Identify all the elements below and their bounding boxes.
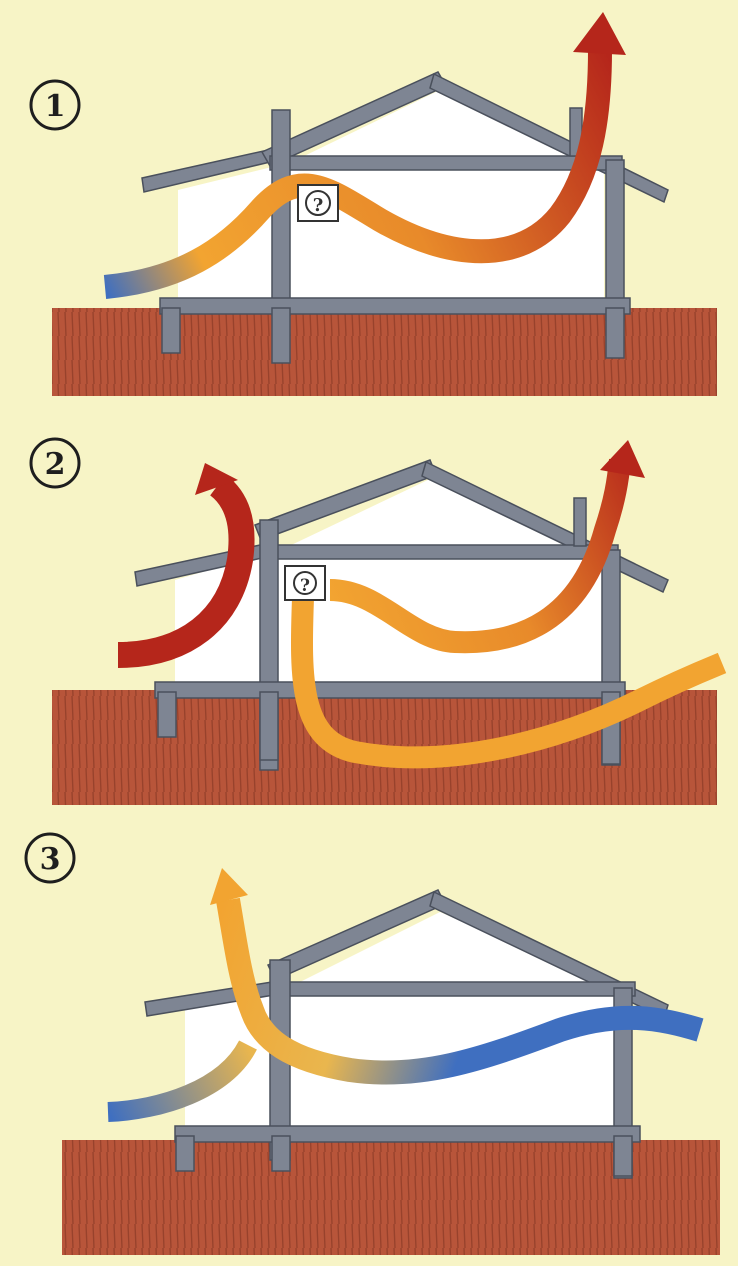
panel-2: 2 ? — [31, 439, 722, 805]
wall-left — [272, 110, 290, 315]
arrow-head — [573, 12, 626, 55]
footing-1 — [176, 1136, 194, 1171]
footing-2 — [272, 1136, 290, 1171]
svg-text:?: ? — [313, 195, 324, 216]
footing-3 — [606, 308, 624, 358]
arrow-head — [210, 868, 248, 905]
ceiling-beam — [268, 545, 618, 559]
panel-number-1: 1 — [31, 81, 79, 129]
ceiling-beam — [270, 156, 622, 170]
floor-slab — [175, 1126, 640, 1142]
footing-3 — [614, 1136, 632, 1176]
svg-text:2: 2 — [45, 447, 66, 482]
footing-2 — [272, 308, 290, 363]
arrow-head — [600, 440, 645, 478]
svg-text:1: 1 — [45, 89, 66, 124]
exhaust-fan: ? — [298, 185, 338, 221]
panel-1: 1 ? — [31, 12, 717, 396]
chimney-vent — [574, 498, 586, 546]
footing-2 — [260, 692, 278, 760]
footing-1 — [162, 308, 180, 353]
exhaust-fan: ? — [285, 566, 325, 600]
panel-number-3: 3 — [26, 834, 74, 882]
ceiling-beam — [275, 982, 635, 996]
svg-text:3: 3 — [40, 842, 61, 877]
panel-number-2: 2 — [31, 439, 79, 487]
floor-slab — [155, 682, 625, 698]
floor-slab — [160, 298, 630, 314]
wall-right — [606, 160, 624, 320]
svg-text:?: ? — [300, 576, 310, 596]
panel-3: 3 — [26, 834, 720, 1255]
footing-1 — [158, 692, 176, 737]
